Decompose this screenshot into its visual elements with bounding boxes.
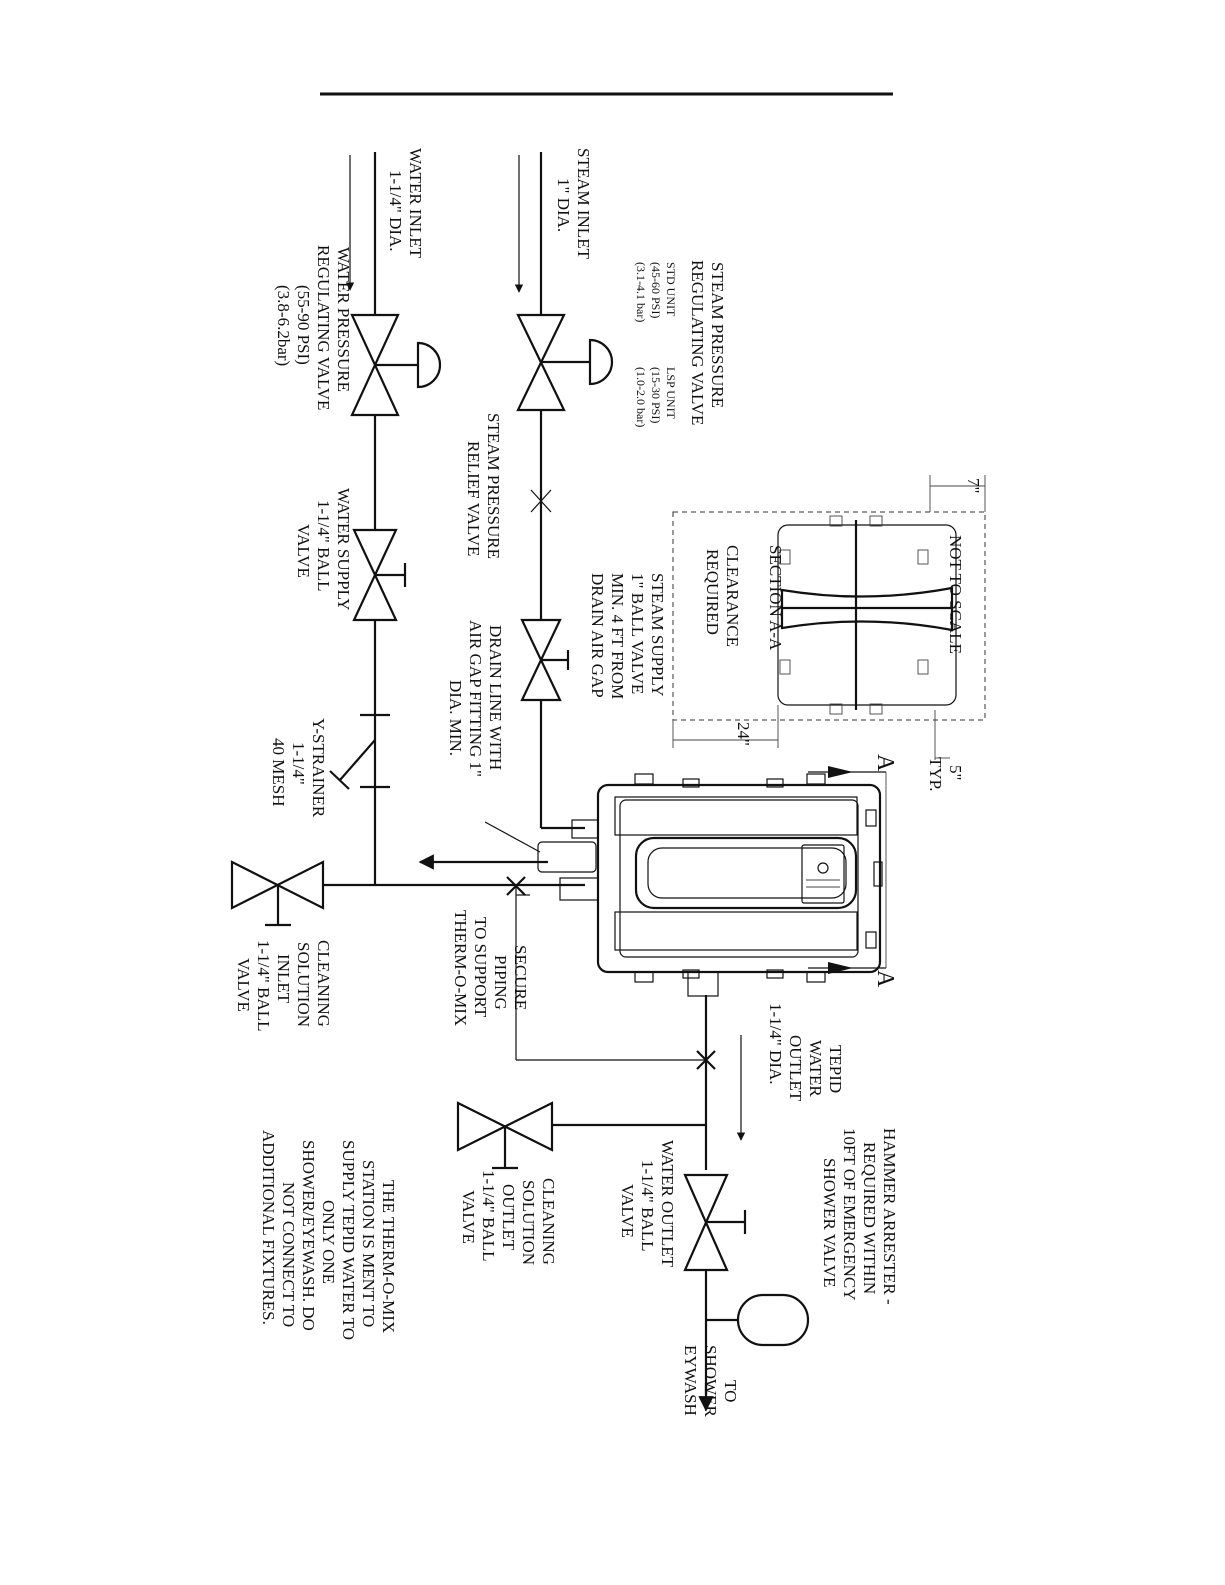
water-prv-label: WATER PRESSUREREGULATING VALVE(55-90 PSI… (274, 245, 353, 410)
steam-relief-valve-icon (530, 489, 552, 513)
section-markers (808, 766, 887, 974)
outlet-line (570, 995, 738, 1395)
dim-7-label: 7" (964, 478, 983, 493)
dimension-7 (929, 475, 986, 512)
dimension-24 (672, 705, 779, 748)
drain-line (418, 821, 548, 870)
steam-supply-label: STEAM SUPPLY1" BALL VALVEMIN. 4 FT FROMD… (588, 573, 667, 699)
cleaning-outlet-valve-icon (456, 1101, 570, 1170)
section-mark-top: A (872, 754, 898, 772)
cleaning-inlet-label: CLEANINGSOLUTIONINLET1-1/4" BALLVALVE (234, 940, 333, 1031)
water-supply-valve-icon (352, 528, 407, 622)
steam-prv-bar: (3.1-4.1 bar)(1.0-2.0 bar) (634, 262, 648, 427)
therm-o-mix-note: THE THERM-O-MIXSTATION IS MENT TOSUPPLY … (259, 1130, 398, 1340)
tepid-label: TEPIDWATEROUTLET1-1/4" DIA. (766, 1003, 845, 1102)
dimension-5 (934, 710, 950, 760)
clearance-box (672, 511, 986, 721)
steam-line (539, 152, 585, 830)
water-outlet-valve-icon (683, 1173, 747, 1272)
secure-label: SECUREPIPINGTO SUPPORTTHERM-O-MIX (451, 910, 530, 1026)
labels: WATER INLET1-1/4" DIA. STEAM INLET1" DIA… (234, 148, 983, 1417)
y-strainer-icon (329, 713, 390, 790)
drain-label: DRAIN LINE WITHAIR GAP FITTING 1"DIA. MI… (446, 620, 505, 777)
steam-prv-units: STD UNITLSP UNIT (664, 262, 678, 420)
steam-regulating-valve-icon (516, 313, 614, 412)
cleaning-inlet-valve-icon (230, 860, 325, 927)
water-regulating-valve-icon (350, 313, 442, 417)
to-shower-label: TOSHOWEREYWASH (681, 1345, 740, 1417)
steam-prv-psi: (45-60 PSI)(15-30 PSI) (649, 262, 663, 423)
clearance-label: CLEARANCEREQUIRED (703, 545, 742, 647)
cleaning-outlet-label: CLEANINGSOLUTIONOUTLET1-1/4" BALLVALVE (459, 1170, 558, 1265)
dim-24-label: 24" (734, 722, 753, 746)
steam-supply-valve-icon (520, 618, 570, 702)
water-inlet-label: WATER INLET1-1/4" DIA. (386, 148, 425, 259)
section-label: SECTION A-A (766, 545, 785, 651)
section-mark-bottom: A (872, 970, 898, 988)
steam-prv-label: STEAM PRESSUREREGULATING VALVE (688, 260, 727, 425)
hammer-arrester-icon (736, 1293, 810, 1347)
hammer-arrester-label: HAMMER ARRESTER -REQUIRED WITHIN10FT OF … (820, 1128, 899, 1305)
steam-relief-label: STEAM PRESSURERELIEF VALVE (464, 413, 503, 559)
not-to-scale-label: NOT TO SCALE (946, 535, 965, 654)
dim-5-label: 5"TYP. (926, 757, 965, 791)
steam-inlet-label: STEAM INLET1" DIA. (554, 148, 593, 260)
water-line (323, 152, 585, 887)
section-a-a-drawing (777, 515, 957, 715)
y-strainer-label: Y-STRAINER1-1/4"40 MESH (269, 718, 328, 818)
therm-o-mix-unit (537, 773, 883, 997)
water-outlet-label: WATER OUTLET1-1/4" BALLVALVE (618, 1140, 677, 1268)
water-supply-label: WATER SUPPLY1-1/4" BALLVALVE (294, 488, 353, 611)
